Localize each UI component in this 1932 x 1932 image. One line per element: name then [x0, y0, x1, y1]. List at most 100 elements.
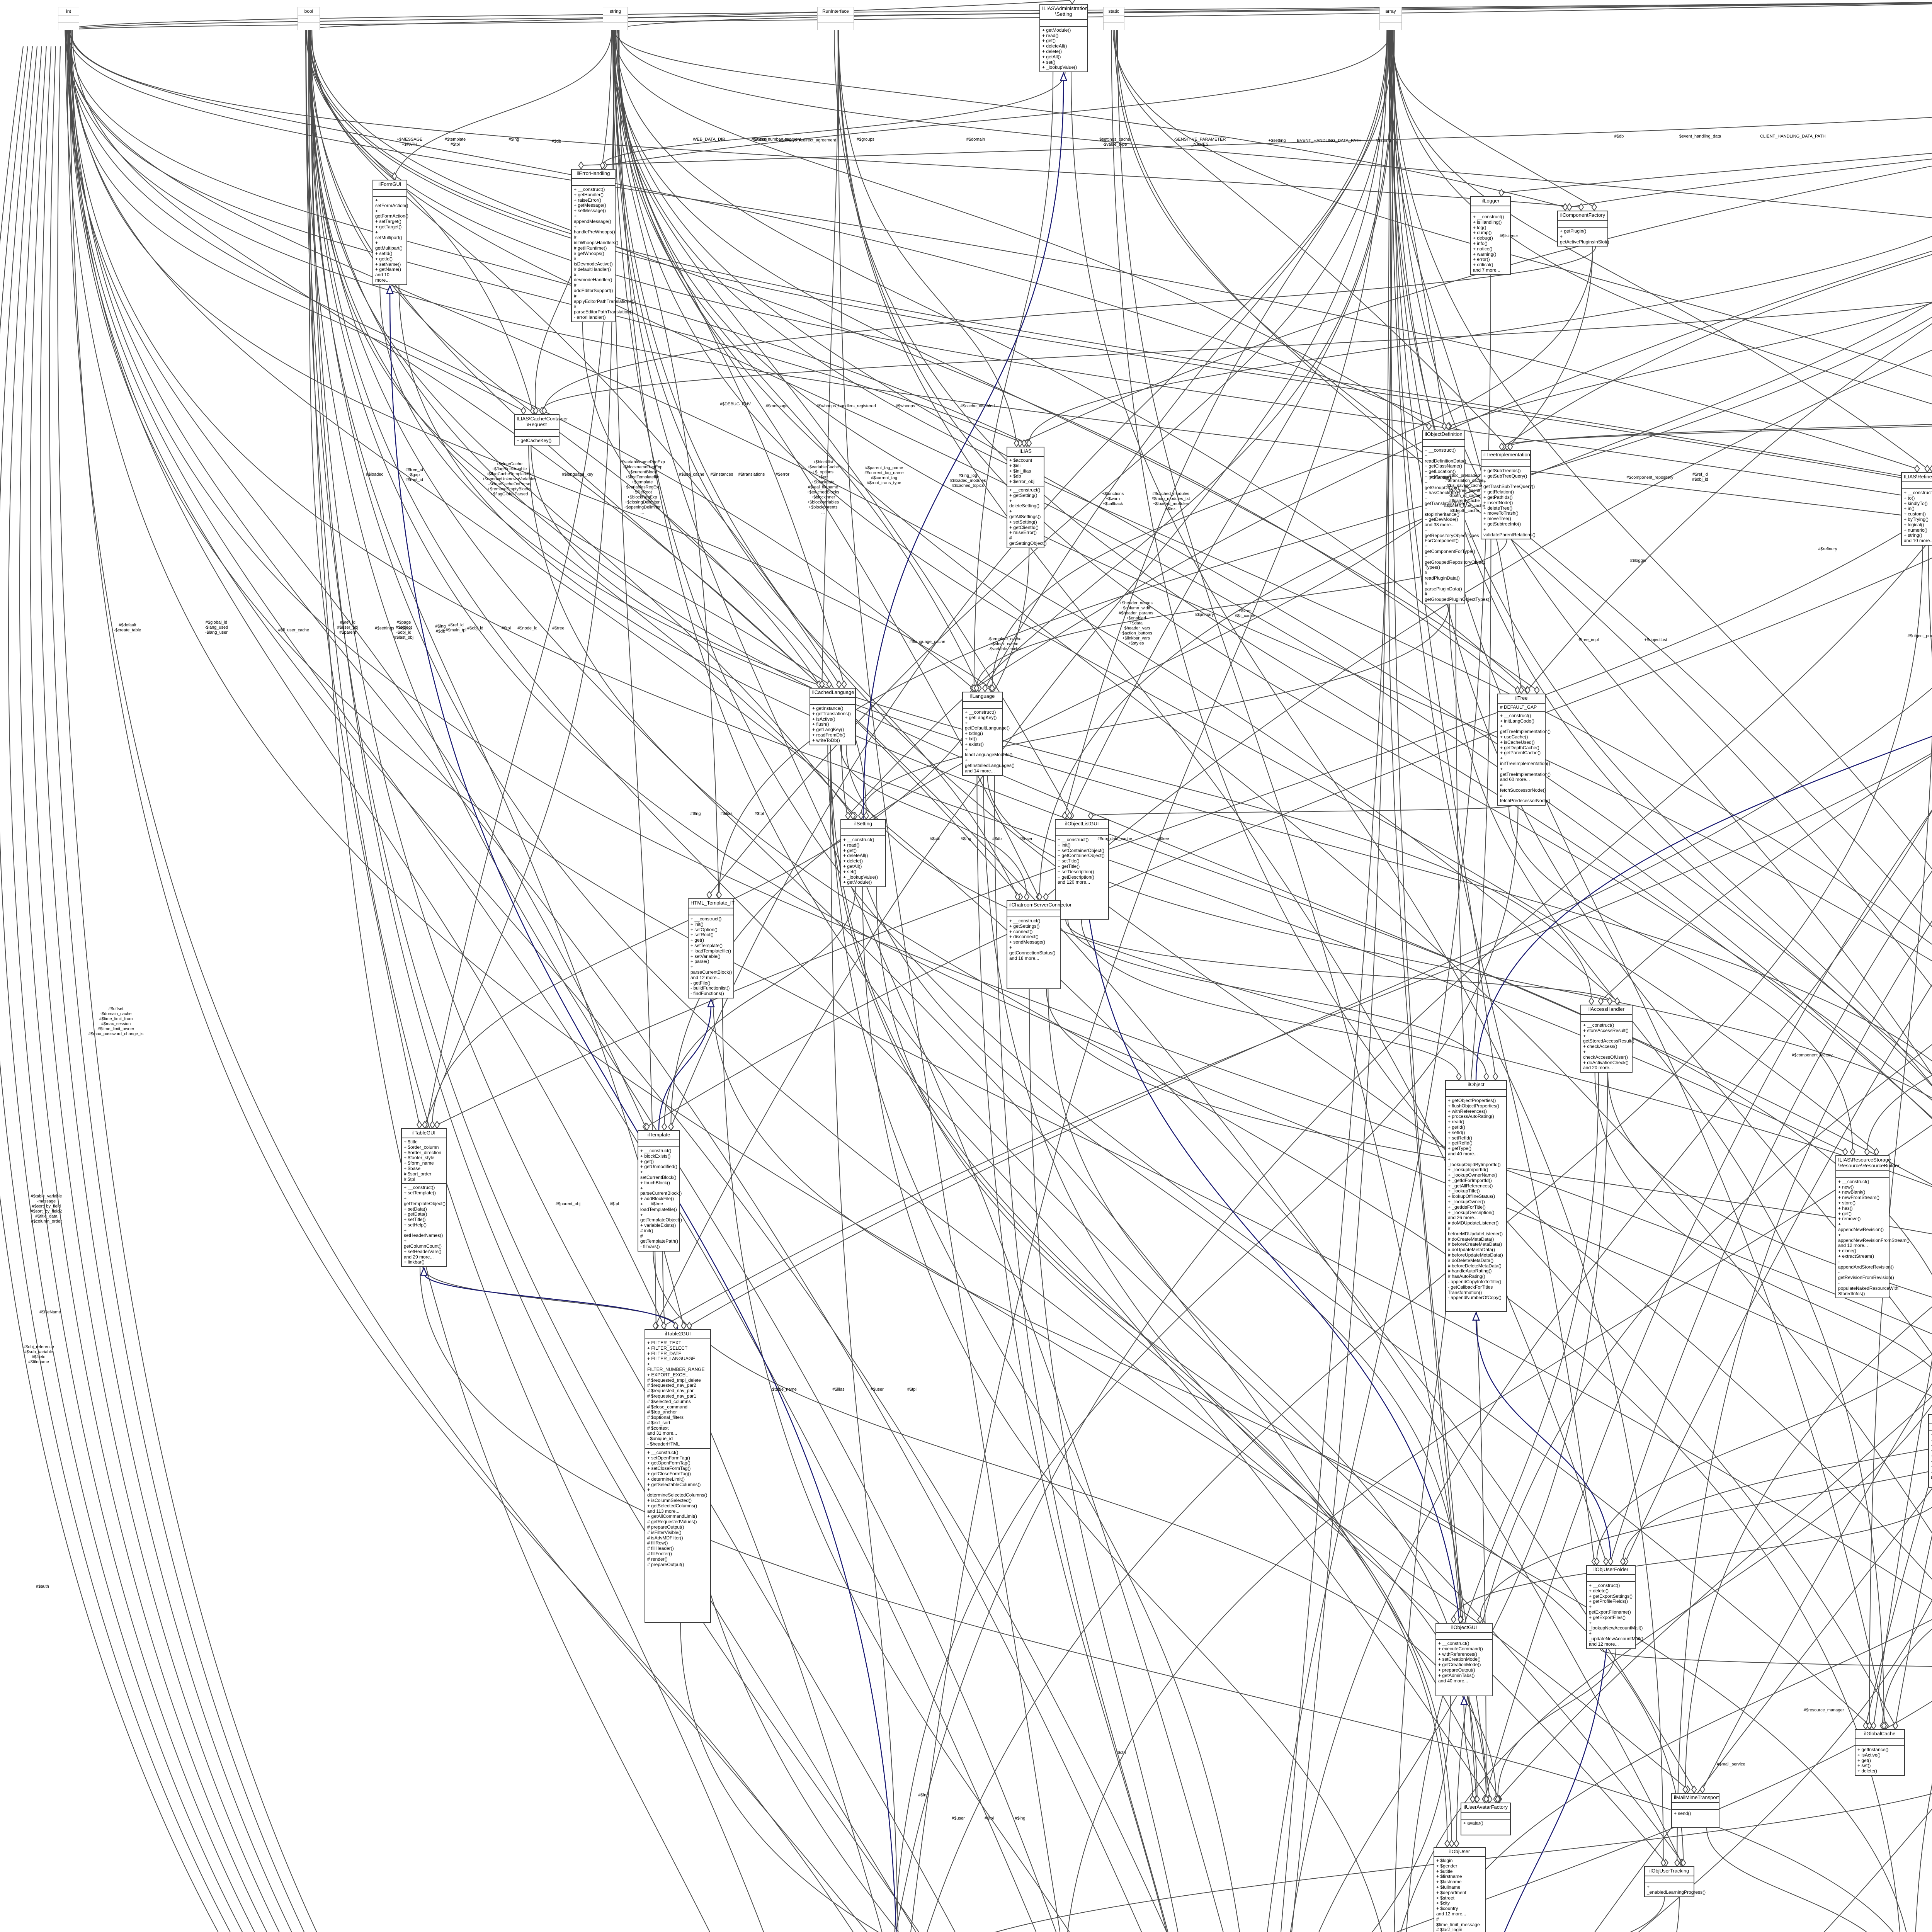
class-operation: and 12 more...: [1838, 1243, 1868, 1248]
class-operation: - appendCopyInfoToTitle(): [1448, 1279, 1502, 1285]
class-node-ilaccesshandler[interactable]: ilAccessHandler+ __construct()+ storeAcc…: [1580, 1005, 1634, 1073]
class-attributes: [810, 698, 855, 705]
class-node-ilcomponentfactory[interactable]: ilComponentFactory+ getPlugin()+ getActi…: [1557, 211, 1609, 247]
class-operation: + getDevMode(): [1425, 517, 1458, 522]
edge-label: #$db: [1614, 134, 1624, 139]
class-node-illogger[interactable]: ilLogger+ __construct()+ isHandling()+ l…: [1470, 196, 1511, 275]
class-operation: + get(): [1042, 38, 1056, 44]
class-node-iltable2gui[interactable]: ilTable2GUI+ FILTER_TEXT+ FILTER_SELECT+…: [645, 1329, 711, 1623]
edge-label: #$lng: [918, 1793, 929, 1798]
class-node-ilsetting[interactable]: ilSetting+ __construct()+ read()+ get()+…: [840, 819, 886, 888]
class-operations: + __construct()+ delete()+ getExportSett…: [1587, 1582, 1643, 1648]
class-name: ilObject: [1446, 1081, 1506, 1090]
class-node-iltreeimplementation[interactable]: ilTreeImplementation+ getSubTreeIds()+ g…: [1481, 450, 1536, 540]
class-operation: + stopInheritance(): [1425, 506, 1460, 517]
class-operation: + deleteSetting(): [1009, 498, 1040, 509]
class-operations: + __construct()+ readDefinitionData()+ g…: [1423, 447, 1491, 604]
class-node-iltemplate[interactable]: ilTemplate+ __construct()+ blockExists()…: [638, 1130, 682, 1252]
class-operation: - appendAndStoreRevision(): [1838, 1259, 1894, 1270]
type-node-array[interactable]: array: [1379, 7, 1402, 30]
class-operation: + getLangKey(): [965, 714, 997, 720]
class-operation: and 26 more...: [1448, 1215, 1478, 1221]
class-operation: + isCacheUsed(): [1500, 739, 1535, 745]
class-node-ilobjectlistgui[interactable]: ilObjectListGUI+ __construct()+ init()+ …: [1055, 819, 1109, 920]
type-node-string[interactable]: string: [603, 7, 628, 30]
class-operation: + get(): [640, 1158, 654, 1164]
class-node-ilmailnotificationwrap[interactable]: ilMailMimeTransport+ send(): [1671, 1793, 1719, 1828]
class-node-iliascachecontainerrequest[interactable]: ILIAS\Cache\Container \Request+ getCache…: [514, 414, 568, 446]
class-attributes: # DEFAULT_GAP: [1498, 704, 1545, 712]
class-operation: # readPluginData(): [1425, 570, 1460, 581]
type-node-runinterface[interactable]: RunInterface: [817, 7, 854, 30]
class-operation: + _lookupOwnerName(): [1448, 1172, 1497, 1178]
class-operation: + linkbar(): [404, 1259, 425, 1265]
class-operation: + getSubject(): [1931, 1459, 1932, 1464]
class-node-ilerrorhandling[interactable]: ilErrorHandling+ __construct()+ getHandl…: [571, 169, 635, 322]
class-operation: + isActive(): [1857, 1752, 1881, 1758]
class-node-iladministrationsetting[interactable]: ILIAS\Administration \Setting+ getModule…: [1039, 4, 1088, 73]
class-node-ilobjectgui[interactable]: ilObjectGUI+ __construct()+ executeComma…: [1435, 1623, 1493, 1696]
class-operation: # fetchPredecessorNode(): [1500, 793, 1551, 804]
class-operation: + getRelation(): [1483, 489, 1514, 495]
class-node-ilchatroomserverconnector[interactable]: ilChatroomServerConnector+ __construct()…: [1007, 900, 1071, 989]
class-node-ilformgui[interactable]: ilFormGUI+ setFormAction()+ getFormActio…: [372, 180, 408, 285]
class-node-ilobject[interactable]: ilObject+ getObjectProperties()+ flushOb…: [1445, 1080, 1507, 1312]
class-node-ilobjectdefinition[interactable]: ilObjectDefinition+ __construct()+ readD…: [1422, 430, 1491, 605]
class-operation: + getRecipientsCC(): [1931, 1448, 1932, 1454]
class-attribute: + $city: [1436, 1900, 1450, 1906]
class-operation: + __construct(): [1583, 1022, 1614, 1028]
class-operations: + getCacheKey(): [515, 437, 559, 445]
class-operation: # getRequestedValues(): [647, 1519, 697, 1525]
class-node-ilias[interactable]: ILIAS+ $account+ $ini+ $ini_ilias+ $db+ …: [1007, 447, 1047, 548]
type-node-attr-compartment: [1380, 16, 1401, 23]
class-node-iliasrefineryfactory[interactable]: ILIAS\Refinery\Factory+ __construct()+ t…: [1901, 472, 1932, 546]
class-operation: + useCache(): [1500, 734, 1528, 740]
class-operation: and 29 more...: [404, 1254, 434, 1260]
class-operation: + hasCheckbox(): [1425, 490, 1460, 496]
type-node-label: array: [1380, 7, 1401, 16]
class-operation: + _enabledLearningProgress(): [1647, 1884, 1706, 1895]
class-node-ilmailvalueobject[interactable]: ilMailValueObject+ __construct()+ getFro…: [1928, 1414, 1932, 1488]
edge-label: +$variablenameRegExp +$blocknameRegExp +…: [619, 460, 665, 515]
class-operation: + disconnect(): [1009, 934, 1039, 940]
class-attribute: + FILTER_TEXT: [647, 1340, 682, 1345]
class-node-ilobjuserfolder[interactable]: ilObjUserFolder + __construct()+ delete()…: [1586, 1565, 1643, 1649]
class-node-iliasresourcestorageresourcebuilder[interactable]: ILIAS\ResourceStorage \Resource\Resource…: [1835, 1155, 1910, 1299]
class-node-iltree[interactable]: ilTree# DEFAULT_GAP+ __construct()+ init…: [1497, 694, 1551, 806]
class-operation: + appendMessage(): [574, 213, 611, 224]
class-attribute: # $requested_tmpl_delete: [647, 1377, 701, 1383]
class-name: ilErrorHandling: [572, 170, 615, 179]
edge-label: #$object_properties: [1907, 634, 1932, 638]
class-name: ilObjUserFolder: [1587, 1566, 1635, 1575]
edge-label: #$page #$object -$obj_id #$last_obj: [394, 620, 414, 640]
edge-label: #$message: [765, 404, 788, 408]
class-operation: # doMDUpdateListener(): [1448, 1220, 1499, 1226]
class-node-ilglobalcache[interactable]: ilGlobalCache+ getInstance()+ isActive()…: [1855, 1729, 1905, 1776]
type-node-static[interactable]: static: [1103, 7, 1124, 30]
class-attribute: + FILTER_LANGUAGE: [647, 1356, 696, 1362]
class-node-iltemplategui2[interactable]: HTML_Template_IT+ __construct()+ init()+…: [688, 898, 735, 998]
class-node-illanguage[interactable]: ilLanguage+ __construct()+ getLangKey()+…: [962, 692, 1015, 776]
edge-label: #$component_repository: [1626, 475, 1673, 480]
class-node-ilobjusertracking[interactable]: ilObjUserTracking+ _enabledLearningProgr…: [1644, 1866, 1706, 1897]
edge-label: #$primary: [1195, 612, 1214, 617]
class-operation: + readDefinitionData(): [1425, 452, 1466, 464]
class-operation: + getModule(): [1042, 27, 1071, 33]
type-node-int[interactable]: int: [58, 7, 79, 30]
class-operation: # fillFooter(): [647, 1551, 672, 1557]
class-operations: + __construct()+ blockExists()+ get()+ g…: [638, 1147, 682, 1251]
class-node-ilcachedlanguage[interactable]: ilCachedLanguage+ getInstance()+ getTran…: [810, 688, 856, 745]
class-node-iltablegui[interactable]: ilTableGUI+ $title+ $order_column+ $orde…: [401, 1128, 447, 1267]
class-node-iluseravatarfactory[interactable]: ilUserAvatarFactory+ avatar(): [1461, 1803, 1511, 1835]
class-operation: + __construct(): [1904, 490, 1932, 495]
class-node-ilobjectdefinition2[interactable]: ilObjUser+ $login+ $gender+ $utitle+ $fi…: [1434, 1847, 1486, 1932]
class-operation: # fillRow(): [647, 1540, 668, 1546]
class-attribute: # $close_command: [647, 1404, 688, 1410]
edge-label: #$whoops: [895, 404, 915, 408]
type-node-attr-compartment: [1104, 16, 1124, 23]
edge-label: CLIENT_HANDLING_DATA_PATH: [1760, 134, 1826, 139]
class-operation: + set(): [1042, 59, 1056, 65]
class-operation: + getGroupOfObj(): [1425, 479, 1459, 490]
type-node-bool[interactable]: bool: [298, 7, 320, 30]
edge-label: #$DEBUG_ENV: [719, 402, 751, 406]
